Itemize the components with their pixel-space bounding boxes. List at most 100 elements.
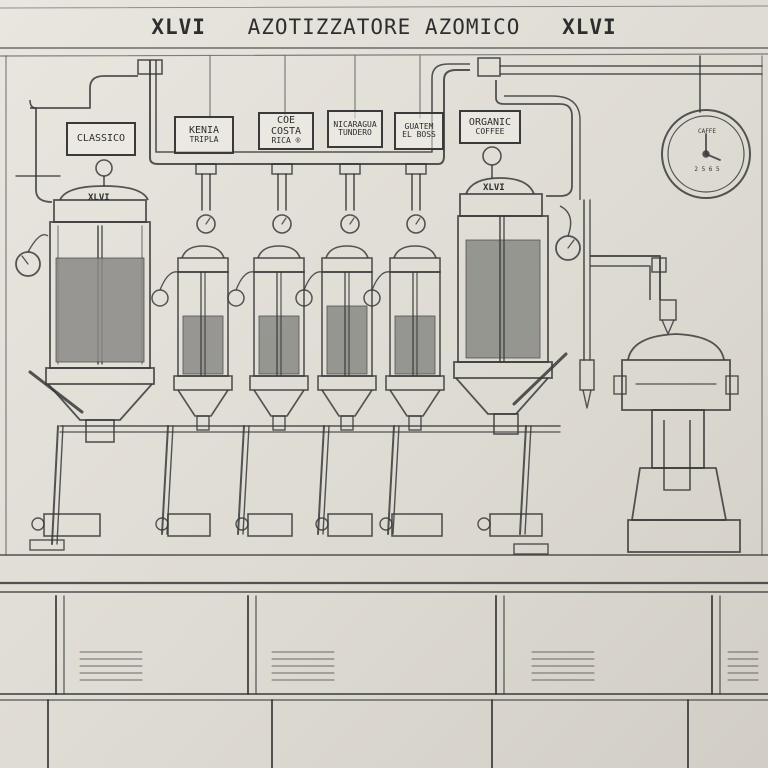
label-organic-line1: ORGANIC [468,116,512,128]
clock-top-text: CAFFE [697,128,717,135]
small-tank-collar-1 [253,257,305,273]
small-tank-beans-2 [326,305,368,375]
small-tank-cap-2 [325,245,369,259]
drawer-knob-0 [31,517,45,531]
label-kenia-line1: KENIA [188,124,220,136]
drawer-knob-4 [379,517,393,531]
rack-leg-b-4 [392,425,400,535]
rack-leg-0 [51,425,59,545]
tank-gauge-needle-0 [205,217,211,225]
grinder-valve-tip [661,319,675,335]
drawer-knob-1 [155,517,169,531]
rack-leg-b-3 [322,425,330,535]
tank-gauge-needle-3 [415,217,421,225]
left-tank-collar [53,199,147,223]
small-tank-hopper-1 [253,389,305,417]
small-tank-cap-1 [257,245,301,259]
small-tank-outlet-0 [196,415,210,431]
grinder-body [631,467,727,521]
right-return-pipe [495,80,573,197]
left-down-pipe [35,108,53,203]
left-gauge-coil [27,234,49,253]
small-tank-beans-0 [182,315,224,375]
small-tank-hopper-0 [177,389,229,417]
clock-numbers: 2 5 6 5 [694,166,720,173]
small-tank-base-3 [385,375,445,391]
small-tank-gauge-line-0 [159,271,179,291]
tank-gauge-0 [196,214,216,234]
label-nicaragua: NICARAGUA TUNDERO [327,110,383,148]
tank-gauge-needle-2 [349,217,355,225]
left-upper-pipe [30,75,138,109]
left-tank-hopper [47,383,153,421]
label-guatemala: GUATEM EL BOSS [394,112,444,150]
label-costa-rica-line1: COE COSTA [270,115,302,137]
clock-face-outer [661,109,751,199]
grinder-chute [663,420,691,491]
grinder-knob-right [725,375,739,395]
rack-foot-left [29,539,65,551]
right-tank-outlet [493,413,519,435]
right-return-pipe-outer [504,95,581,200]
right-tank-tag: XLVI [483,183,505,193]
label-kenia: KENIA TRIPLA [174,116,234,154]
small-tank-outlet-3 [408,415,422,431]
drawer-knob-2 [235,517,249,531]
grinder-dome [627,333,725,361]
drawer-knob-3 [315,517,329,531]
small-tank-cap-3 [393,245,437,259]
right-valve [579,359,595,391]
drawing-title: XLVI AZOTIZZATORE AZOMICO XLVI [0,15,768,39]
title-main: AZOTIZZATORE AZOMICO [247,15,521,39]
right-tank-cap [465,177,535,195]
drawer-handle-5 [489,513,543,537]
tank-gauge-3 [406,214,426,234]
clock-hub [702,150,710,158]
small-tank-outlet-1 [272,415,286,431]
manifold-tee-2 [339,163,361,175]
rack-leg-4 [387,425,395,535]
label-kenia-line2: TRIPLA [189,135,219,145]
small-tank-cap-0 [181,245,225,259]
rack-leg-b-0 [56,425,64,545]
grinder-feed-elbow [651,257,667,273]
grinder-spout-housing [651,409,705,469]
label-classico: CLASSICO [66,122,136,156]
right-tank-base-ring [453,361,553,379]
small-tank-base-0 [173,375,233,391]
small-tank-gauge-line-1 [235,271,255,291]
small-tank-beans-3 [394,315,436,375]
small-tank-base-2 [317,375,377,391]
manifold-tee-1 [271,163,293,175]
label-nicaragua-line1: NICARAGUA [333,119,377,129]
left-tank-top-gauge [95,159,113,177]
drawer-handle-1 [167,513,211,537]
label-costa-rica-line2: RICA ® [271,136,301,146]
left-side-gauge-needle [21,255,29,265]
grinder-feed-pipe [590,255,661,300]
drawer-knob-5 [477,517,491,531]
rack-leg-b-2 [242,425,250,535]
small-tank-beans-1 [258,315,300,375]
label-organic-line2: COFFEE [475,127,505,137]
small-tank-hopper-2 [321,389,373,417]
left-tank-lever [28,370,84,414]
drawer-handle-4 [391,513,443,537]
tank-gauge-needle-1 [281,217,287,225]
left-tank-base-ring [45,367,155,385]
label-organic: ORGANIC COFFEE [459,110,521,144]
small-tank-hopper-3 [389,389,441,417]
rack-leg-3 [317,425,325,535]
manifold-tee-0 [195,163,217,175]
border-top [0,5,768,9]
small-tank-outlet-2 [340,415,354,431]
manifold-elbow-left [137,59,163,75]
rack-foot-right [513,543,549,555]
rack-leg-b-5 [524,425,532,535]
drawer-handle-3 [327,513,373,537]
right-tank-collar [459,193,543,217]
small-tank-collar-2 [321,257,373,273]
grinder-knob-left [613,375,627,395]
tank-gauge-1 [272,214,292,234]
